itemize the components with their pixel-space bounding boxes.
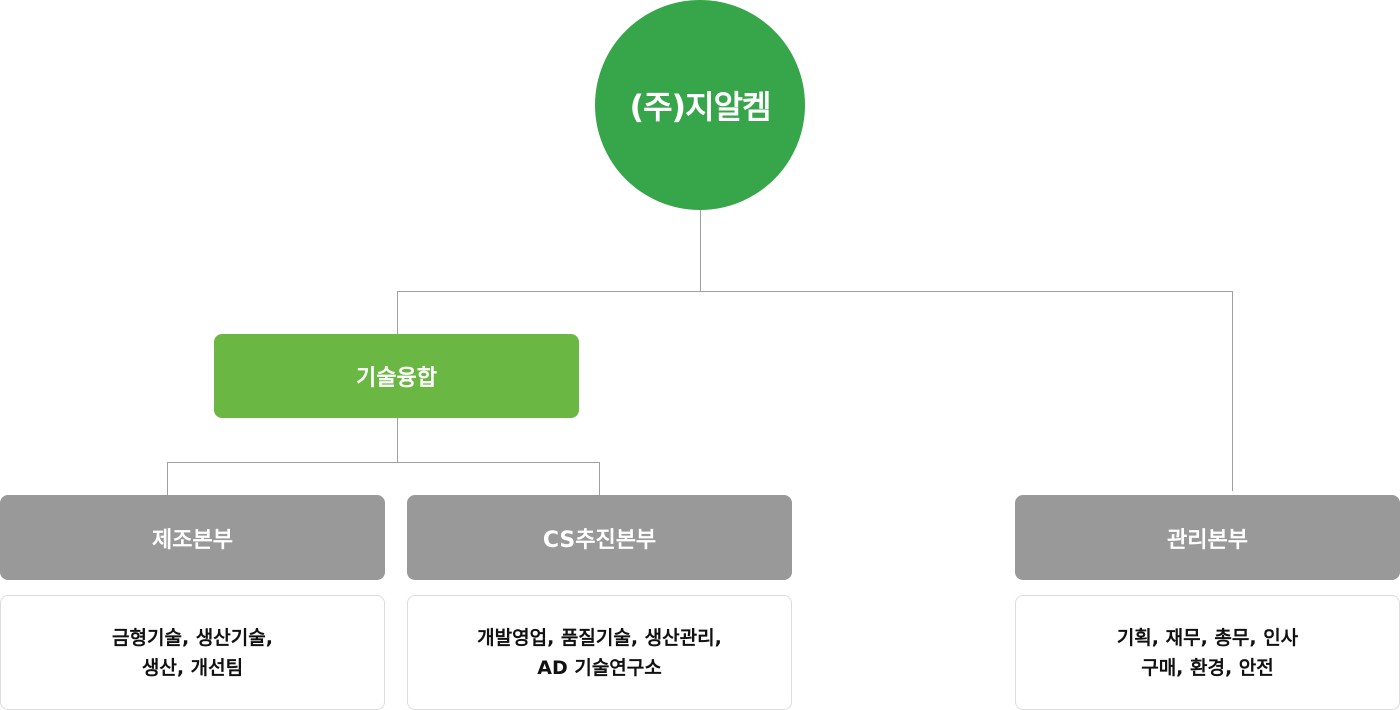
dept-cs: CS추진본부 xyxy=(407,495,792,580)
dept-manufacturing: 제조본부 xyxy=(0,495,385,580)
company-node: (주)지알켐 xyxy=(595,0,805,210)
connector xyxy=(700,210,701,291)
team-line: AD 기술연구소 xyxy=(537,656,662,679)
teams-cs: 개발영업, 품질기술, 생산관리, AD 기술연구소 xyxy=(407,595,792,710)
team-line: 금형기술, 생산기술, xyxy=(112,626,273,649)
connector xyxy=(599,462,600,495)
connector xyxy=(397,418,398,462)
teams-management: 기획, 재무, 총무, 인사 구매, 환경, 안전 xyxy=(1015,595,1400,710)
connector xyxy=(1232,291,1233,491)
connector xyxy=(397,291,398,334)
team-line: 구매, 환경, 안전 xyxy=(1141,656,1274,679)
connector xyxy=(397,291,1233,292)
team-line: 생산, 개선팀 xyxy=(141,656,244,679)
connector xyxy=(167,462,600,463)
convergence-node: 기술융합 xyxy=(214,334,579,418)
team-line: 개발영업, 품질기술, 생산관리, xyxy=(477,626,722,649)
connector xyxy=(167,462,168,495)
teams-manufacturing: 금형기술, 생산기술, 생산, 개선팀 xyxy=(0,595,385,710)
dept-management: 관리본부 xyxy=(1015,495,1400,580)
team-line: 기획, 재무, 총무, 인사 xyxy=(1116,626,1299,649)
